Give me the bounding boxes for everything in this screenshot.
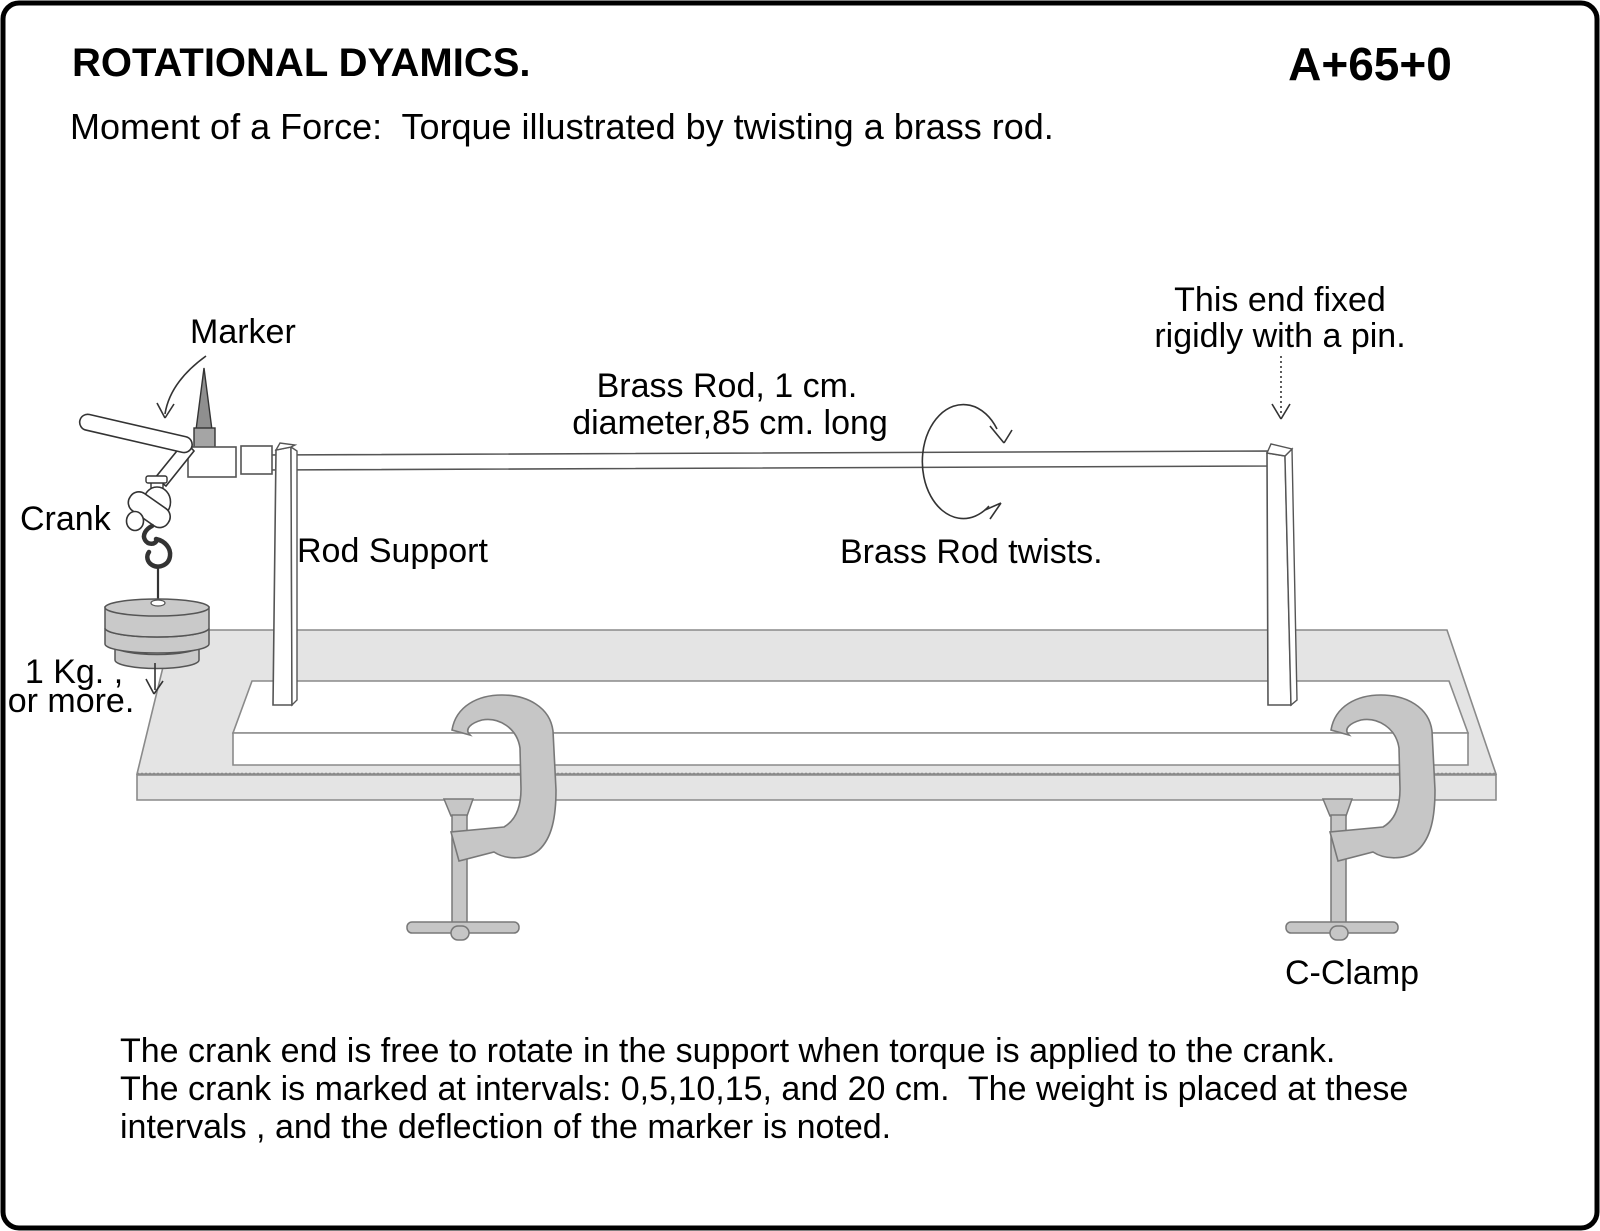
pin-arrowhead	[1271, 403, 1291, 420]
table	[135, 629, 1498, 801]
c-clamp-left	[406, 694, 557, 941]
plank-front-face	[232, 732, 1469, 766]
brass-rod	[259, 450, 1269, 471]
clamp-screw-tip	[1321, 798, 1354, 817]
support-top	[274, 442, 298, 451]
page-subtitle: Moment of a Force: Torque illustrated by…	[70, 106, 1054, 147]
rod-coupling-block	[240, 445, 273, 475]
page-title: ROTATIONAL DYAMICS.	[72, 41, 531, 85]
support-front	[272, 446, 293, 706]
rod-support-left	[272, 442, 298, 707]
table-front-face	[136, 774, 1497, 801]
c-clamp-label: C-Clamp	[1285, 954, 1419, 992]
brass-rod-label-line1: Brass Rod, 1 cm.	[597, 367, 858, 405]
marker-arrow-curve	[164, 355, 207, 415]
clamp-handle-nub	[1329, 925, 1349, 941]
twist-arrowhead-bottom	[984, 502, 1002, 520]
rod-end-block	[187, 446, 237, 478]
weight-disc-top-face	[104, 598, 210, 617]
c-clamp-right	[1285, 694, 1436, 941]
rod-twists-label: Brass Rod twists.	[840, 533, 1103, 571]
crank-label: Crank	[20, 500, 112, 538]
crank-assembly	[78, 367, 273, 601]
caption-line1: The crank end is free to rotate in the s…	[120, 1032, 1335, 1070]
caption: The crank end is free to rotate in the s…	[120, 1032, 1408, 1146]
weight-wire-hole	[150, 599, 166, 607]
clamp-handle-nub	[450, 925, 470, 941]
diagram-labels: Marker Crank Brass Rod, 1 cm. diameter,8…	[8, 281, 1419, 992]
support-side	[290, 445, 298, 707]
marker-spike	[195, 367, 213, 431]
catalog-code: A+65+0	[1288, 38, 1452, 90]
weight-label-line2: or more.	[8, 682, 135, 720]
twist-arrowhead-top	[989, 425, 1013, 444]
leader-arrows	[145, 355, 1291, 695]
weight-stack	[104, 598, 210, 670]
clamp-body	[1328, 694, 1436, 862]
marker-label: Marker	[190, 313, 296, 351]
fixed-end-label-line1: This end fixed	[1174, 281, 1386, 319]
marker-arrowhead	[156, 402, 175, 419]
fixed-end-label-line2: rigidly with a pin.	[1154, 317, 1405, 355]
rod-support-label: Rod Support	[297, 532, 488, 570]
twist-arrow-ellipse	[921, 403, 998, 520]
clamp-body	[449, 694, 557, 862]
header: ROTATIONAL DYAMICS. A+65+0 Moment of a F…	[70, 38, 1452, 147]
twist-arrow	[921, 403, 1013, 520]
weight-disc-bottom	[114, 645, 200, 670]
caption-line3: intervals , and the deflection of the ma…	[120, 1108, 891, 1146]
brass-rod-label-line2: diameter,85 cm. long	[572, 404, 888, 442]
crank-pin-cap	[125, 510, 145, 532]
weight-label-line1: 1 Kg. ,	[25, 653, 123, 691]
weight-arrowhead	[145, 678, 164, 695]
rod-support-right	[1265, 443, 1298, 707]
caption-line2: The crank is marked at intervals: 0,5,10…	[120, 1070, 1408, 1108]
support-top-pin-block	[1265, 443, 1294, 457]
clamp-screw-tip	[442, 798, 475, 817]
hub-thumbscrew-cap	[145, 475, 168, 484]
weight-hook	[141, 523, 173, 569]
crank-handle	[78, 413, 193, 454]
